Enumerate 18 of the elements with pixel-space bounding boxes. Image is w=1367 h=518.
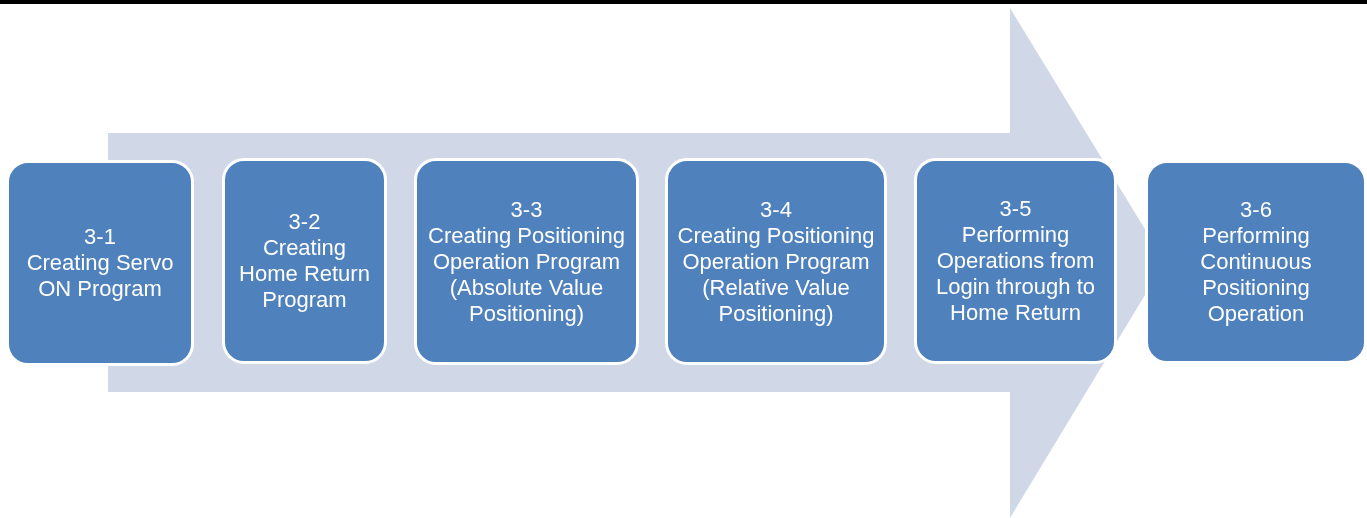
step-box bbox=[914, 158, 1117, 364]
step-number: 3-5 bbox=[999, 196, 1032, 222]
step-title: Performing Continuous Positioning Operation bbox=[1199, 223, 1313, 327]
step-box bbox=[222, 158, 387, 364]
step-box bbox=[1145, 160, 1367, 364]
step-title: Creating Home Return Program bbox=[238, 235, 371, 313]
step-number: 3-3 bbox=[510, 196, 543, 223]
step-title: Creating Servo ON Program bbox=[25, 250, 175, 302]
step-title: Creating Positioning Operation Program (Relative Value Positioning) bbox=[676, 222, 876, 327]
step-box bbox=[6, 160, 194, 366]
step-title: Creating Positioning Operation Program (Absolute Value Positioning) bbox=[427, 222, 626, 327]
step-number: 3-1 bbox=[84, 224, 116, 250]
step-number: 3-2 bbox=[288, 209, 321, 235]
step-number: 3-4 bbox=[760, 196, 792, 223]
step-title: Performing Operations from Login through to Home Return bbox=[935, 222, 1096, 326]
step-number: 3-6 bbox=[1240, 197, 1272, 223]
step-box bbox=[414, 158, 639, 365]
step-box bbox=[665, 158, 887, 365]
